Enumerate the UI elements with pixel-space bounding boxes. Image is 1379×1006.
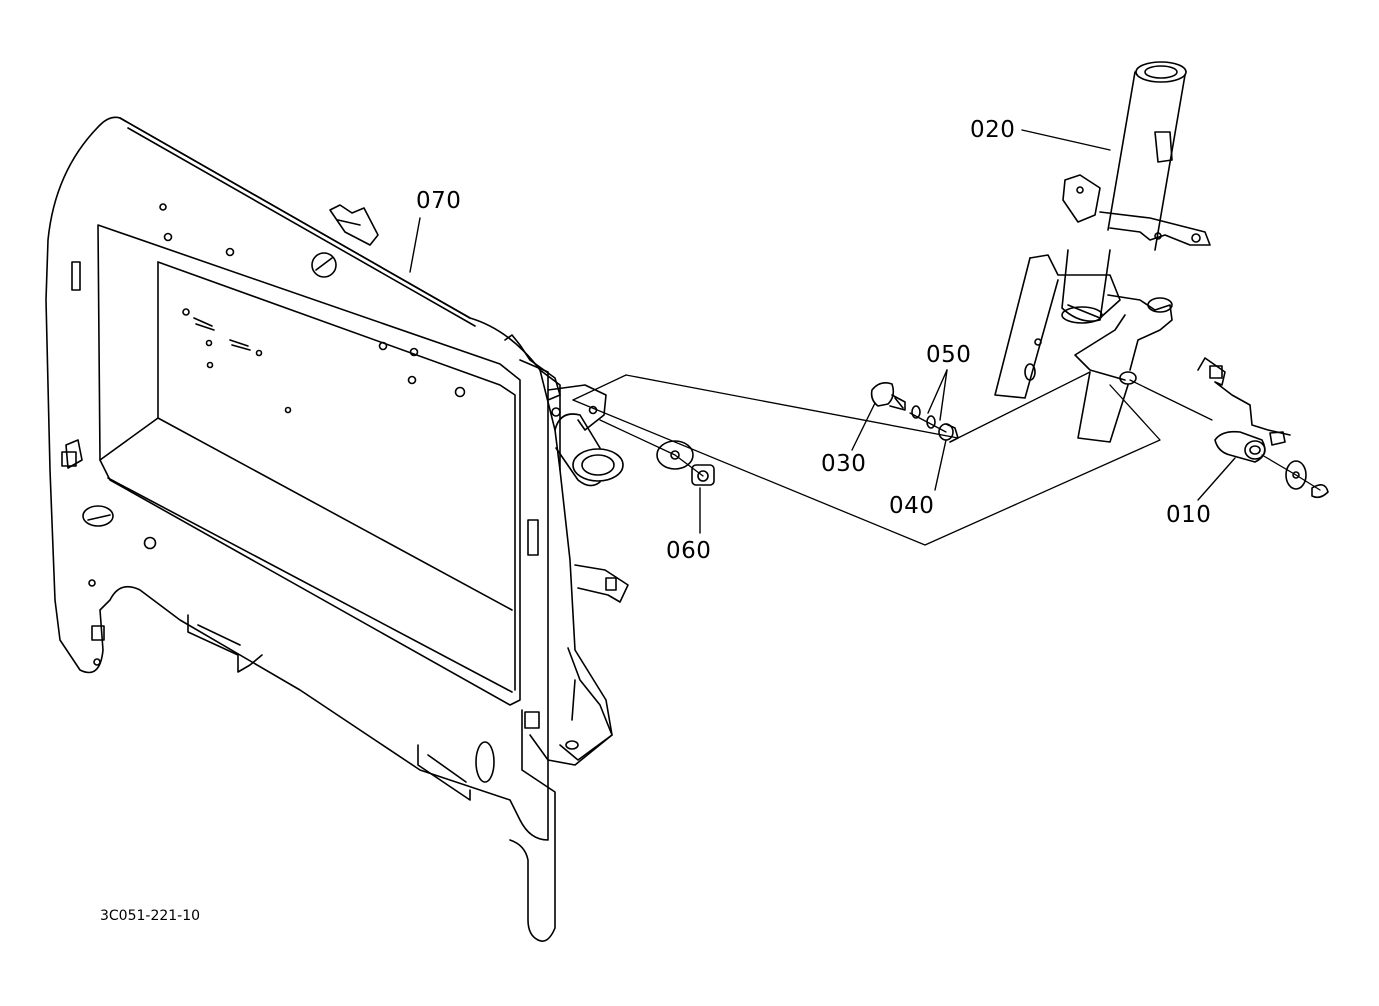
callout-040: 040 (889, 493, 935, 519)
shaft-assembly-020 (995, 62, 1210, 442)
callout-010: 010 (1166, 502, 1212, 528)
frame-pivot-boss (505, 335, 628, 760)
callout-030: 030 (821, 451, 867, 477)
callout-020: 020 (970, 117, 1016, 143)
collar-040 (939, 424, 958, 442)
frame-panel-070 (46, 117, 612, 941)
washer-and-nut-060 (657, 441, 714, 485)
callout-060: 060 (666, 538, 712, 564)
bolt-030 (872, 383, 905, 410)
leader-lines (410, 130, 1235, 533)
link-arm-010 (1198, 358, 1328, 497)
assembly-lines (573, 372, 1320, 545)
callout-050: 050 (926, 342, 972, 368)
drawing-number: 3C051-221-10 (100, 908, 201, 924)
callout-070: 070 (416, 188, 462, 214)
